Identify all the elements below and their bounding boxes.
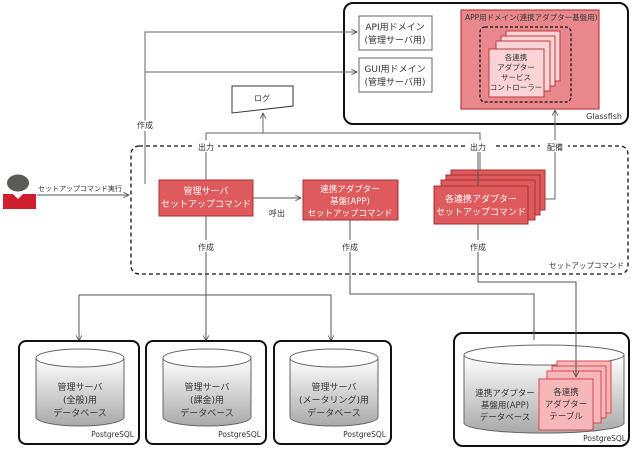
admin-setup-command — [158, 179, 254, 217]
db-metering-engine: PostgreSQL — [343, 430, 387, 439]
db-billing-engine: PostgreSQL — [218, 430, 262, 439]
db-adapter-base-line1: 連携アダプター — [475, 388, 535, 399]
database-billing — [162, 348, 252, 427]
db-metering-line3: データベース — [307, 407, 361, 419]
tables-line3: テーブル — [549, 411, 583, 422]
gui-domain-box — [358, 57, 433, 93]
database-metering — [289, 348, 379, 427]
controller-line3: サービス — [501, 73, 531, 82]
arrow-create-base-db — [349, 220, 534, 340]
tables-line2: アダプター — [545, 399, 588, 410]
arrow-create-general-db — [79, 294, 206, 341]
db-adapter-base-line2: 基盤用(APP) — [481, 400, 529, 411]
db-metering-line1: 管理サーバ — [312, 381, 357, 393]
output-connector — [205, 132, 481, 184]
execute-setup-label: セットアップコマンド実行 — [38, 184, 122, 193]
api-domain-box — [358, 15, 433, 51]
log-label: ログ — [254, 93, 270, 103]
base-cmd-line1: 連携アダプター — [320, 184, 380, 195]
deploy-label: 配備 — [547, 142, 563, 152]
output-left-label: 出力 — [198, 142, 214, 152]
db-general-line3: データベース — [53, 407, 107, 419]
create-base-label: 作成 — [342, 242, 358, 252]
db-billing-line2: (課金)用 — [190, 394, 224, 406]
arrow-to-api-domain — [144, 32, 357, 184]
glassfish-label: Glassfish — [586, 112, 622, 121]
tables-line1: 各連携 — [553, 387, 579, 398]
adapter-cmd-line2: セットアップコマンド — [436, 207, 526, 218]
db-billing-line3: データベース — [180, 407, 234, 419]
setup-command-region — [130, 145, 629, 275]
adapter-cmd-line1: 各連携アダプター — [445, 193, 517, 205]
user-icon — [3, 174, 36, 209]
create-adapter-label: 作成 — [470, 242, 486, 252]
label-bg — [465, 140, 493, 152]
label-bg — [540, 140, 568, 152]
app-domain-title: APP用ドメイン(連携アダプター基盤用) — [465, 12, 598, 22]
create-admin-label: 作成 — [198, 242, 214, 252]
db-adapter-base-engine: PostgreSQL — [583, 434, 627, 443]
adapter-setup-command — [433, 185, 529, 225]
label-bg — [466, 240, 490, 252]
gui-domain-line1: GUI用ドメイン — [364, 64, 425, 75]
arrow-create-metering-db — [206, 294, 331, 341]
call-label: 呼出 — [269, 208, 285, 218]
setup-region-label: セットアップコマンド — [549, 261, 624, 270]
create-top-label: 作成 — [137, 120, 153, 130]
controller-line2: アダプター — [497, 62, 535, 72]
base-cmd-line2: 基盤(APP) — [330, 196, 370, 207]
label-bg — [194, 140, 218, 152]
label-bg — [194, 240, 218, 252]
output-right-label: 出力 — [470, 142, 486, 152]
gui-domain-line2: (管理サーバ用) — [365, 76, 426, 88]
db-metering-line2: (メータリング)用 — [299, 394, 369, 406]
db-adapter-base-line3: データベース — [480, 412, 531, 423]
log-document — [231, 85, 294, 114]
base-cmd-line3: セットアップコマンド — [307, 209, 392, 219]
api-domain-line1: API用ドメイン — [365, 22, 424, 33]
adapter-tables — [538, 378, 594, 431]
app-domain-dashed-group — [479, 26, 572, 103]
base-setup-command — [302, 179, 399, 221]
db-general-line2: (全般)用 — [63, 394, 97, 406]
admin-cmd-line2: セットアップコマンド — [161, 199, 251, 210]
admin-cmd-line1: 管理サーバ — [184, 185, 229, 197]
db-general-line1: 管理サーバ — [58, 381, 103, 393]
controller-line1: 各連携 — [505, 52, 528, 62]
adapter-service-controller — [488, 48, 545, 98]
api-domain-line2: (管理サーバ用) — [365, 34, 426, 46]
label-bg — [338, 240, 362, 252]
db-general-engine: PostgreSQL — [91, 430, 135, 439]
controller-line4: コントローラー — [490, 83, 543, 92]
database-general — [35, 348, 125, 427]
db-billing-line1: 管理サーバ — [185, 381, 230, 393]
